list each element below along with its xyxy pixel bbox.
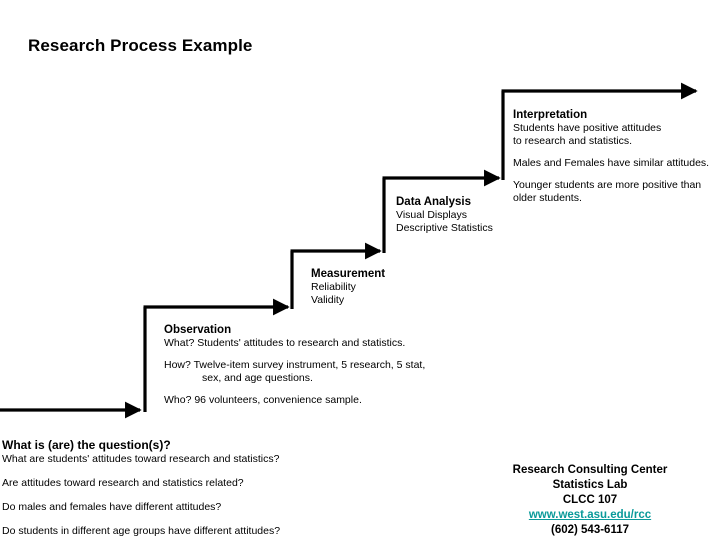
questions-heading: What is (are) the question(s)? bbox=[2, 438, 171, 452]
research-questions-block: What is (are) the question(s)? What are … bbox=[2, 438, 280, 538]
stage-observation: Observation What? Students' attitudes to… bbox=[164, 323, 425, 407]
spacer bbox=[164, 385, 425, 394]
footer-phone: (602) 543-6117 bbox=[550, 524, 629, 536]
stage-data-analysis: Data Analysis Visual Displays Descriptiv… bbox=[396, 195, 493, 235]
question-item-2: Are attitudes toward research and statis… bbox=[2, 477, 244, 489]
stage-interpretation-line-5: older students. bbox=[513, 192, 582, 204]
stage-data-analysis-line-2: Descriptive Statistics bbox=[396, 222, 493, 234]
spacer bbox=[2, 490, 280, 501]
stage-observation-what: What? Students' attitudes to research an… bbox=[164, 337, 406, 349]
spacer bbox=[513, 170, 709, 179]
footer-department: Statistics Lab bbox=[552, 479, 628, 491]
footer-website-link[interactable]: www.west.asu.edu/rcc bbox=[528, 509, 652, 521]
spacer bbox=[2, 466, 280, 477]
stage-data-analysis-line-1: Visual Displays bbox=[396, 209, 468, 221]
stage-interpretation-line-1: Students have positive attitudes bbox=[513, 122, 662, 134]
stage-interpretation: Interpretation Students have positive at… bbox=[513, 108, 709, 205]
spacer bbox=[513, 148, 709, 157]
stage-data-analysis-title: Data Analysis bbox=[396, 196, 471, 208]
stage-observation-how: How? Twelve-item survey instrument, 5 re… bbox=[164, 359, 426, 371]
stage-observation-who: Who? 96 volunteers, convenience sample. bbox=[164, 394, 362, 406]
stage-observation-title: Observation bbox=[164, 324, 232, 336]
spacer bbox=[164, 350, 425, 359]
question-item-3: Do males and females have different atti… bbox=[2, 501, 222, 513]
stage-interpretation-title: Interpretation bbox=[513, 109, 588, 121]
page-title: Research Process Example bbox=[28, 36, 253, 55]
footer-room: CLCC 107 bbox=[562, 494, 618, 506]
stage-measurement-line-2: Validity bbox=[311, 294, 345, 306]
question-item-1: What are students' attitudes toward rese… bbox=[2, 453, 280, 465]
footer-organization: Research Consulting Center bbox=[512, 464, 668, 476]
contact-footer: Research Consulting Center Statistics La… bbox=[470, 463, 710, 538]
stage-interpretation-line-2: to research and statistics. bbox=[513, 135, 633, 147]
spacer bbox=[2, 514, 280, 525]
question-item-4: Do students in different age groups have… bbox=[2, 525, 281, 537]
stage-observation-how-cont: sex, and age questions. bbox=[202, 372, 313, 384]
stage-interpretation-line-4: Younger students are more positive than bbox=[513, 179, 702, 191]
stage-measurement-title: Measurement bbox=[311, 268, 386, 280]
stage-measurement: Measurement Reliability Validity bbox=[311, 267, 385, 307]
stage-measurement-line-1: Reliability bbox=[311, 281, 356, 293]
stage-interpretation-line-3: Males and Females have similar attitudes… bbox=[513, 157, 710, 169]
